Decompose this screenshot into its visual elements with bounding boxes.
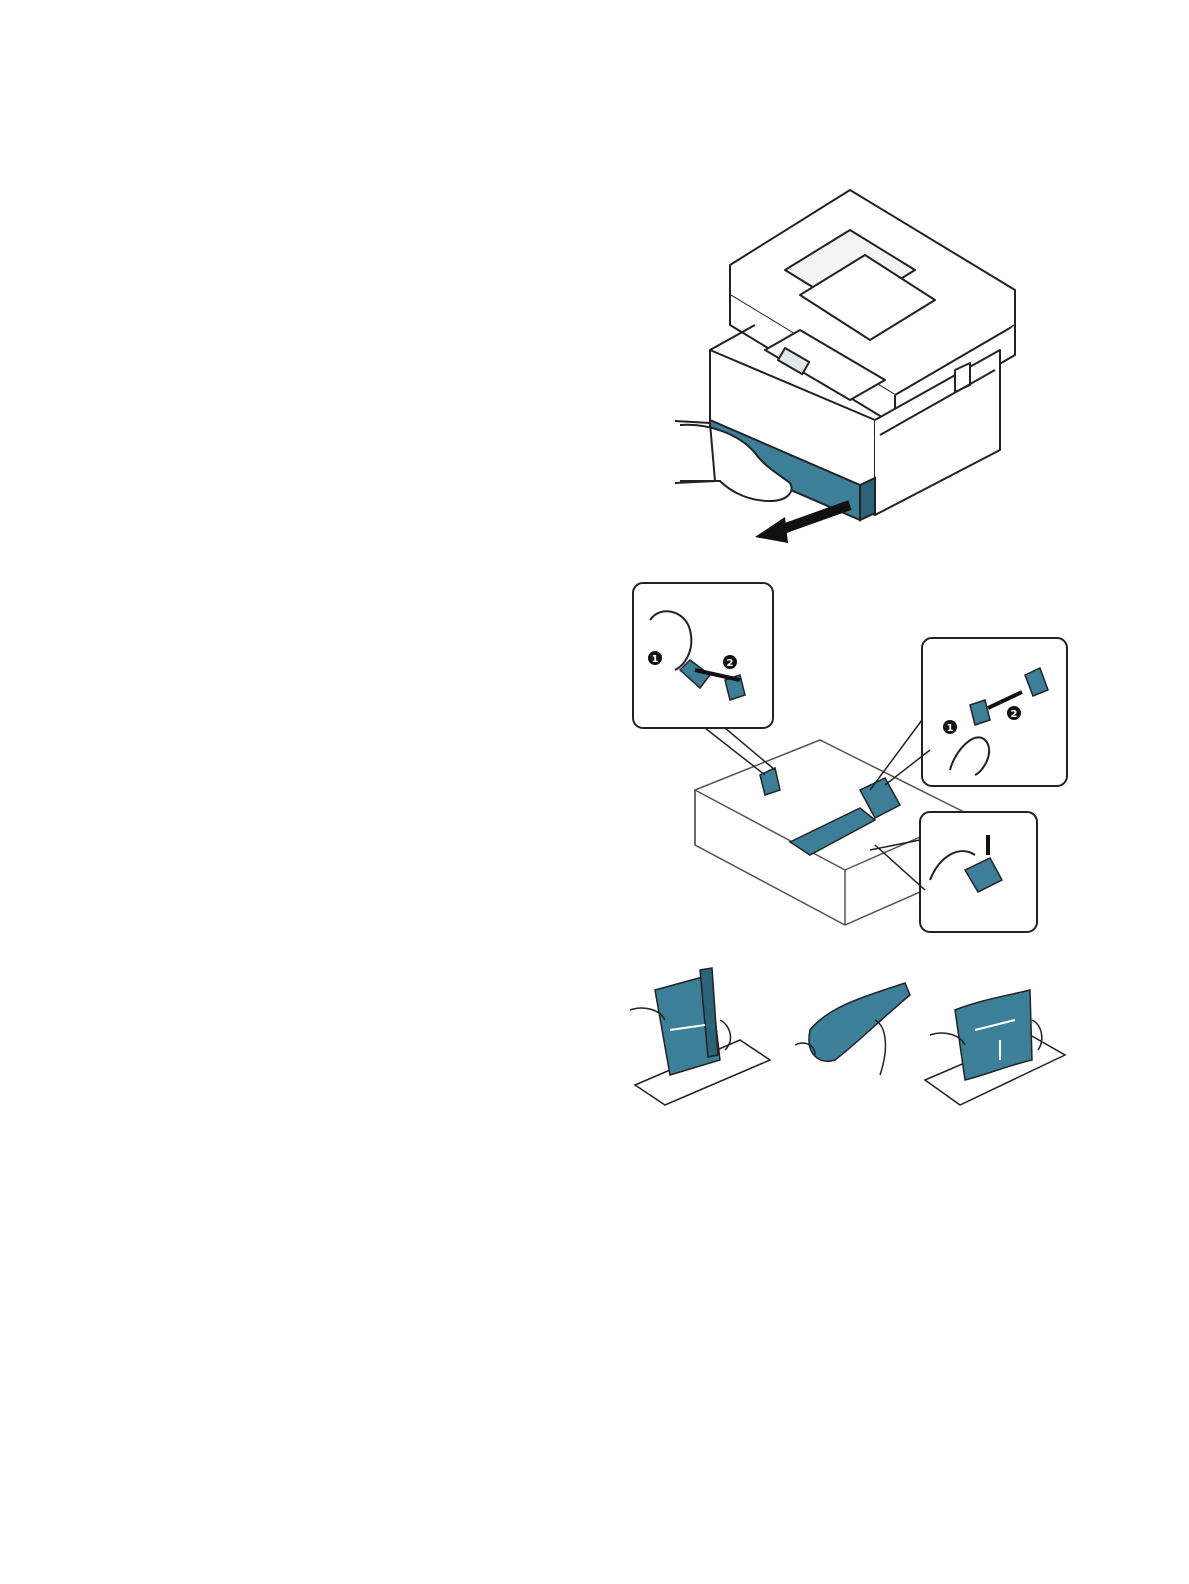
- tray-guide-adjust-figure: 1 2 1 2: [630, 580, 1070, 935]
- tray-right-callout-1: 1: [947, 723, 954, 734]
- paper-fan-figure: [620, 965, 1080, 1110]
- paper-fan-icon: [620, 965, 1080, 1110]
- printer-drawer-open-figure: [670, 185, 1020, 545]
- printer-drawer-open-icon: [670, 185, 1020, 545]
- tray-guide-adjust-icon: 1 2 1 2: [630, 580, 1070, 935]
- tray-left-callout-2: 2: [727, 658, 734, 669]
- tray-right-callout-2: 2: [1011, 709, 1018, 720]
- tray-left-callout-1: 1: [652, 654, 659, 665]
